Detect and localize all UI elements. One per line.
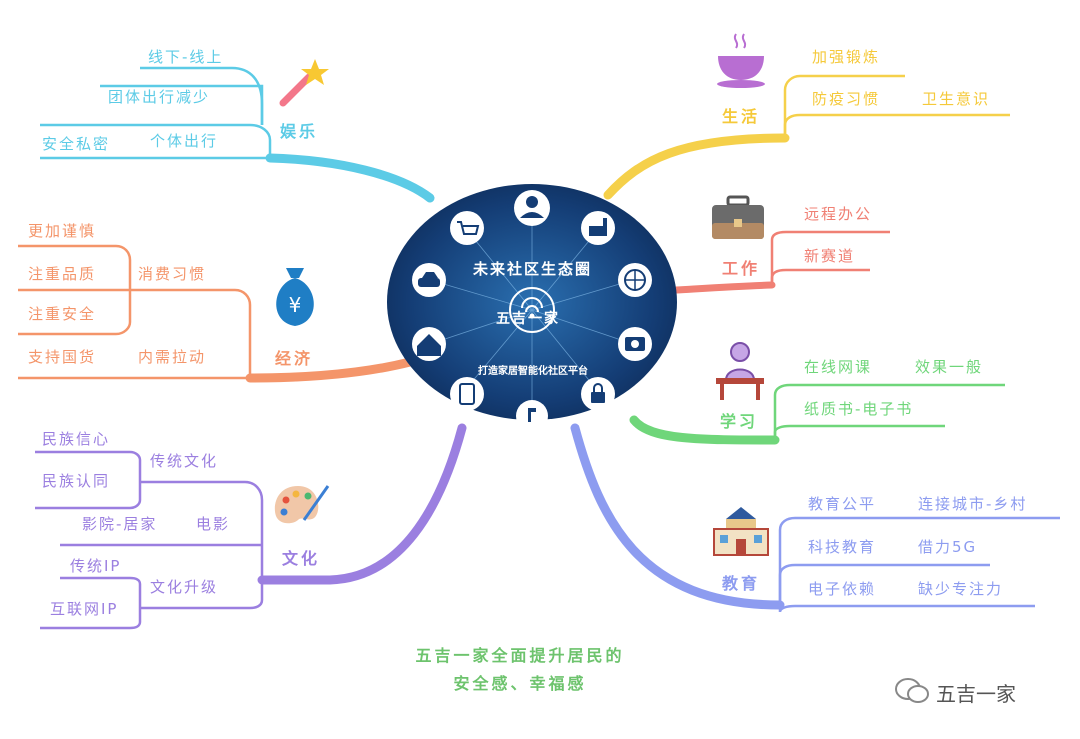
- entertainment-lines: [40, 66, 435, 203]
- life-item: 加强锻炼: [812, 48, 881, 66]
- palette-icon: [274, 485, 330, 524]
- school-building-icon: [713, 507, 769, 556]
- footer-line-1: 五吉一家全面提升居民的: [415, 646, 625, 665]
- eco-item: 注重品质: [28, 265, 97, 283]
- edu-item: 连接城市-乡村: [918, 495, 1028, 513]
- eco-item: 内需拉动: [138, 348, 207, 366]
- cul-item: 互联网IP: [50, 600, 119, 618]
- cul-item: 影院-居家: [82, 515, 158, 533]
- category-education: 教育: [722, 574, 761, 593]
- study-item: 纸质书-电子书: [804, 400, 914, 418]
- edu-item: 缺少专注力: [918, 580, 1004, 598]
- edu-item: 电子依赖: [808, 580, 877, 598]
- category-entertainment: 娱乐: [280, 122, 319, 141]
- ent-item: 线下-线上: [148, 48, 224, 66]
- cul-item: 传统文化: [150, 452, 219, 470]
- cul-item: 民族信心: [42, 430, 111, 448]
- study-lines: [629, 383, 1005, 445]
- life-item: 防疫习惯: [812, 90, 881, 108]
- edu-item: 教育公平: [808, 495, 877, 513]
- work-item: 远程办公: [804, 205, 873, 223]
- study-item: 在线网课: [804, 358, 873, 376]
- ent-item: 个体出行: [150, 132, 219, 150]
- work-item: 新赛道: [804, 247, 856, 265]
- category-culture: 文化: [282, 549, 321, 568]
- life-item: 卫生意识: [922, 90, 991, 108]
- cul-item: 民族认同: [42, 472, 111, 490]
- wifi-icon: [509, 287, 555, 333]
- briefcase-icon: [712, 195, 764, 239]
- work-lines: [672, 230, 890, 294]
- ent-item: 团体出行减少: [108, 88, 211, 106]
- cul-item: 电影: [196, 515, 231, 533]
- category-life: 生活: [722, 107, 761, 126]
- watermark-text: 五吉一家: [936, 682, 1016, 706]
- hub-subtitle: 打造家居智能化社区平台: [478, 366, 588, 377]
- eco-item: 消费习惯: [138, 265, 207, 283]
- ent-item: 安全私密: [42, 135, 111, 153]
- category-work: 工作: [722, 259, 761, 278]
- category-economy: 经济: [275, 349, 314, 368]
- hub-brand: 五吉一家: [496, 311, 560, 327]
- footer-line-2: 安全感、幸福感: [453, 674, 587, 693]
- edu-item: 借力5G: [918, 538, 978, 556]
- cart-icon: [450, 211, 484, 245]
- svg-text:¥: ¥: [289, 293, 302, 317]
- magic-wand-icon: [279, 59, 329, 107]
- eco-item: 注重安全: [28, 305, 97, 323]
- edu-item: 科技教育: [808, 538, 877, 556]
- study-item: 效果一般: [915, 358, 984, 376]
- culture-lines: [35, 423, 467, 630]
- education-lines: [570, 423, 1060, 613]
- cul-item: 传统IP: [70, 557, 122, 575]
- eco-item: 支持国货: [28, 348, 97, 366]
- economy-lines: [18, 244, 415, 383]
- category-study: 学习: [720, 412, 759, 431]
- money-bag-icon: ¥: [276, 268, 314, 326]
- coffee-cup-icon: [717, 33, 765, 88]
- life-lines: [603, 74, 1010, 200]
- central-hub: [387, 184, 677, 422]
- student-desk-icon: [716, 342, 764, 400]
- cul-item: 文化升级: [150, 578, 219, 596]
- speaker-icon: [450, 377, 484, 411]
- hub-title: 未来社区生态圈: [472, 260, 592, 278]
- wechat-icon: [895, 678, 929, 703]
- eco-item: 更加谨慎: [28, 222, 97, 240]
